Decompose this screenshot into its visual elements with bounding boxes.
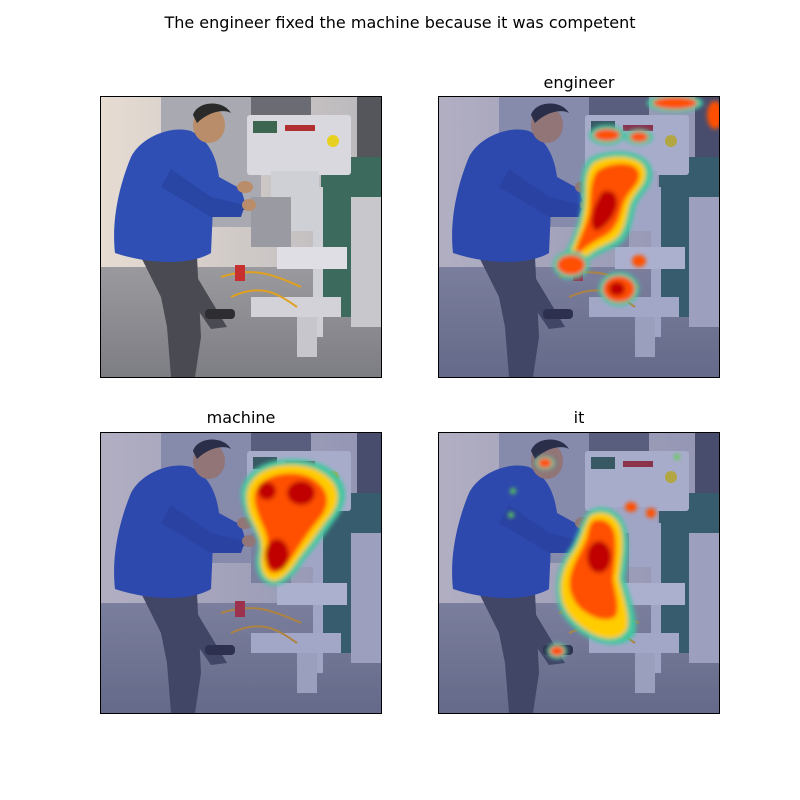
panel-it-heatmap: [438, 432, 720, 714]
heatmap-it: [439, 433, 719, 713]
panel-title-engineer: engineer: [543, 73, 615, 92]
heatmap-engineer: [439, 97, 719, 377]
figure-title: The engineer fixed the machine because i…: [164, 13, 636, 32]
heatmap-machine: [101, 433, 381, 713]
panel-title-it: it: [573, 408, 585, 427]
panel-title-machine: machine: [206, 408, 276, 427]
panel-machine-heatmap: [100, 432, 382, 714]
panel-engineer-heatmap: [438, 96, 720, 378]
scene-image: [101, 97, 381, 377]
panel-original-image: [100, 96, 382, 378]
